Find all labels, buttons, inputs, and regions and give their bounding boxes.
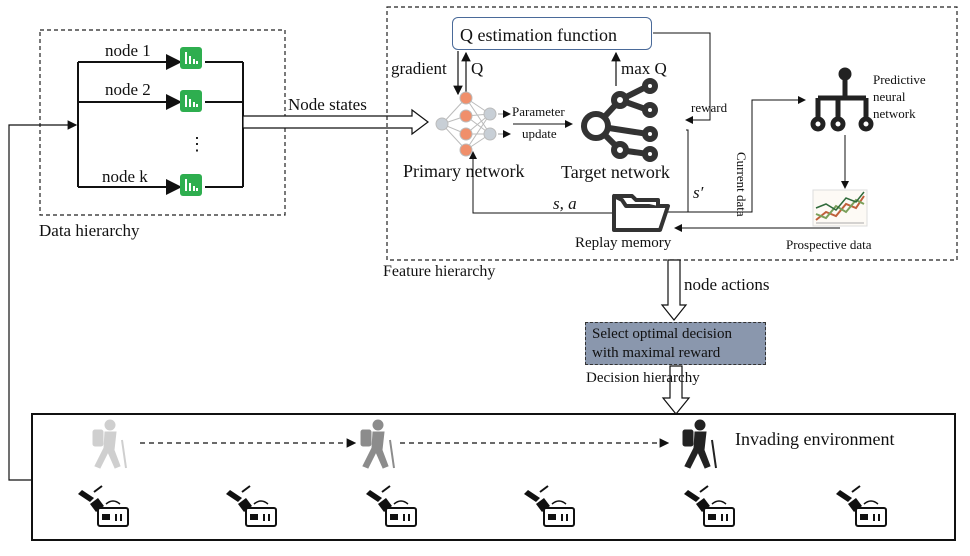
node-actions-arrow	[660, 259, 688, 321]
q-label: Q	[471, 59, 484, 78]
current-data-label: Current data	[734, 152, 749, 217]
bar-chart-icon	[180, 90, 202, 112]
prospective-data-chart	[812, 189, 868, 227]
gradient-label: gradient	[391, 59, 447, 78]
current-data-arrow	[667, 96, 806, 213]
max-q-label: max Q	[621, 59, 667, 78]
predictive-label-3: network	[873, 106, 916, 121]
s-prime-arrow	[667, 129, 689, 213]
sensor-icon-3	[366, 485, 417, 527]
reward-label: reward	[691, 100, 728, 115]
decision-to-environment-arrow	[661, 365, 691, 415]
bar-chart-icon	[180, 174, 202, 196]
predictive-label-2: neural	[873, 89, 906, 104]
bar-chart-icon	[180, 47, 202, 69]
reward-arrow	[653, 32, 711, 124]
prospective-data-label: Prospective data	[786, 237, 872, 252]
update-label: update	[522, 126, 557, 141]
primary-network-icon	[435, 91, 497, 157]
node-states-arrow	[242, 108, 429, 136]
s-prime-label: s′	[693, 183, 704, 202]
sensor-icon-1	[78, 485, 129, 527]
hiker-icon-1	[92, 419, 127, 469]
predictive-label-1: Predictive	[873, 72, 926, 87]
primary-network-label: Primary network	[403, 161, 525, 181]
environment-label: Invading environment	[735, 429, 895, 449]
decision-line-2: with maximal reward	[592, 345, 721, 361]
predictive-network-icon	[810, 67, 874, 132]
s-a-arrow	[469, 151, 612, 214]
q-estimation-label: Q estimation function	[460, 25, 617, 45]
feature-hierarchy-label: Feature hierarchy	[383, 263, 496, 280]
node-bus-left	[77, 54, 182, 195]
decision-hierarchy-label: Decision hierarchy	[586, 370, 700, 386]
target-network-label: Target network	[561, 162, 670, 182]
folder-icon	[612, 194, 670, 232]
hiker-icon-3	[682, 419, 717, 469]
node-label-2: node 2	[105, 80, 151, 99]
node-bus-right	[205, 61, 244, 188]
node-label-k: node k	[102, 167, 148, 186]
replay-memory-label: Replay memory	[575, 235, 672, 251]
node-states-label: Node states	[288, 95, 367, 114]
sensor-icon-5	[684, 485, 735, 527]
sensor-icon-6	[836, 485, 887, 527]
sensor-icon-4	[524, 485, 575, 527]
feedback-loop	[8, 120, 78, 481]
data-hierarchy-label: Data hierarchy	[39, 221, 140, 240]
node-label-1: node 1	[105, 41, 151, 60]
target-network-icon	[581, 78, 658, 162]
environment-box	[31, 413, 956, 541]
parameter-label: Parameter	[512, 104, 565, 119]
decision-line-1: Select optimal decision	[592, 326, 732, 342]
node-ellipsis: ⋮	[188, 134, 206, 154]
q-estimation-box: Q estimation function	[452, 17, 652, 50]
sensor-icon-2	[226, 485, 277, 527]
node-actions-label: node actions	[684, 275, 770, 294]
s-a-label: s, a	[553, 194, 577, 213]
hiker-icon-2	[360, 419, 395, 469]
decision-box: Select optimal decision with maximal rew…	[585, 322, 766, 365]
